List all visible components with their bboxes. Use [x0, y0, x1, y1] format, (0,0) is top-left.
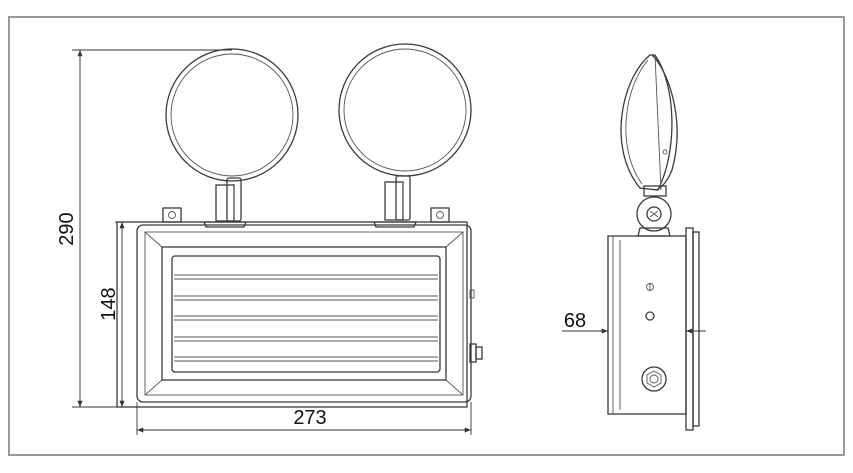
lamp-head-left	[165, 48, 299, 182]
dimension-label-total-height: 290	[56, 212, 78, 245]
side-lamp-head	[620, 54, 678, 197]
diffuser-lens	[171, 255, 441, 373]
dimension-width	[136, 402, 472, 435]
cable-gland	[469, 343, 483, 363]
side-cable-gland	[641, 366, 667, 392]
dimension-box-height	[115, 221, 130, 407]
swivel-joint	[636, 196, 672, 237]
side-view: 68	[562, 54, 706, 431]
lamp-head-right	[338, 43, 472, 177]
front-view: 290 148 273	[56, 43, 483, 435]
drawing-frame	[8, 16, 845, 456]
lamp-mount-right	[373, 175, 417, 228]
housing	[116, 221, 475, 408]
side-housing	[607, 227, 700, 431]
dimension-label-box-height: 148	[98, 287, 120, 320]
lamp-mount-left	[203, 177, 247, 228]
dimension-total-height	[72, 49, 232, 408]
dimension-label-depth: 68	[564, 310, 586, 332]
dimension-label-width: 273	[293, 407, 326, 429]
mounting-lug-right	[430, 207, 450, 223]
mounting-lug-left	[162, 207, 182, 223]
